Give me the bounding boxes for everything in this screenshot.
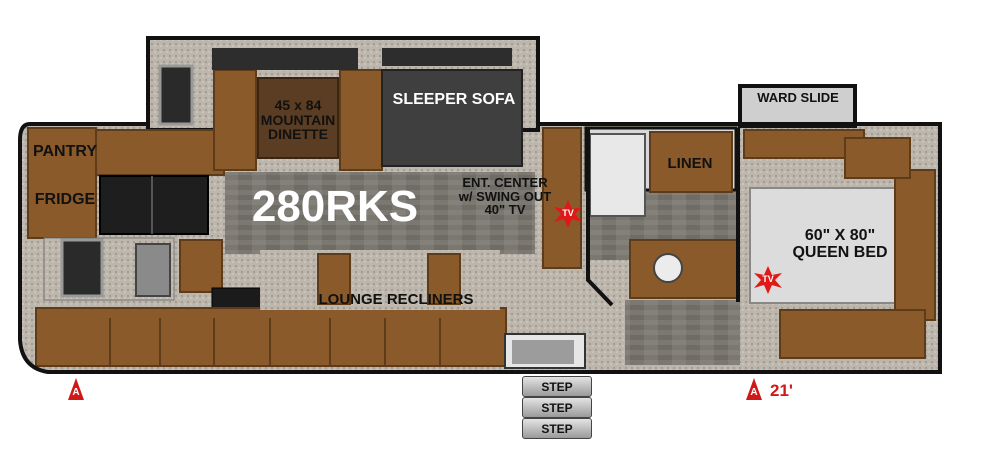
kitchen-upper-cabinets xyxy=(95,129,225,176)
bedroom-lower-cabinets xyxy=(779,309,926,359)
kitchen-sink xyxy=(135,243,171,297)
dinette-size: 45 x 84 xyxy=(274,97,322,113)
ent-center-line1: ENT. CENTER xyxy=(462,175,548,190)
label-ent-center: ENT. CENTER w/ SWING OUT 40" TV xyxy=(450,176,560,217)
axle-marker-left xyxy=(68,378,84,400)
label-ward-slide: WARD SLIDE xyxy=(757,90,839,105)
sofa-window xyxy=(382,48,512,66)
queen-bed-name: QUEEN BED xyxy=(792,243,888,261)
fridge-panel xyxy=(99,175,209,235)
ent-center-line3: 40" TV xyxy=(484,202,526,218)
label-lounge-recliners: LOUNGE RECLINERS xyxy=(318,291,474,308)
shower xyxy=(589,133,646,217)
sleeper-sofa xyxy=(381,69,523,167)
label-tv-bedroom: TV xyxy=(762,274,774,284)
label-pantry: PANTRY xyxy=(33,143,97,160)
entry-mat xyxy=(512,340,574,364)
recliner-seat-left xyxy=(317,253,351,305)
dinette-table xyxy=(257,77,339,159)
dinette-name: DINETTE xyxy=(268,126,328,143)
pantry-cabinet xyxy=(27,127,97,239)
label-length: 21' xyxy=(770,381,793,400)
dinette-seat-left xyxy=(213,69,257,171)
step-3: STEP xyxy=(522,418,592,439)
queen-bed-size: 60" X 80" xyxy=(804,227,876,244)
walls xyxy=(18,122,942,374)
axle-marker-right xyxy=(746,378,762,400)
recliner-seat-right xyxy=(427,253,461,305)
label-fridge: FRIDGE xyxy=(34,191,96,208)
tv-star-living xyxy=(554,200,582,228)
label-tv-living: TV xyxy=(562,208,574,218)
label-axle-right: A xyxy=(750,387,758,398)
window-left xyxy=(60,238,104,298)
label-dinette: 45 x 84 MOUNTAIN DINETTE xyxy=(250,98,346,142)
ent-center-cabinet xyxy=(542,127,582,269)
label-queen-bed: 60" X 80" QUEEN BED xyxy=(770,227,910,262)
step-2: STEP xyxy=(522,397,592,418)
label-sleeper-sofa: SLEEPER SOFA xyxy=(392,91,516,108)
bath-vanity xyxy=(629,239,739,299)
nightstand-top xyxy=(894,169,936,321)
linen-cabinet xyxy=(649,131,733,193)
dinette-style: MOUNTAIN xyxy=(260,111,336,128)
floor-main xyxy=(225,172,535,254)
dinette-window xyxy=(212,48,358,70)
ent-center-line2: w/ SWING OUT xyxy=(458,188,552,204)
step-1: STEP xyxy=(522,376,592,397)
wardrobe xyxy=(844,137,911,179)
side-window xyxy=(158,64,194,126)
tv-star-bedroom xyxy=(754,266,782,294)
label-axle-left: A xyxy=(72,387,80,398)
kitchen-side-cabinet xyxy=(179,239,223,293)
dinette-seat-right xyxy=(339,69,383,171)
label-model: 280RKS xyxy=(251,182,419,231)
label-linen: LINEN xyxy=(667,155,713,172)
toilet xyxy=(653,253,683,283)
